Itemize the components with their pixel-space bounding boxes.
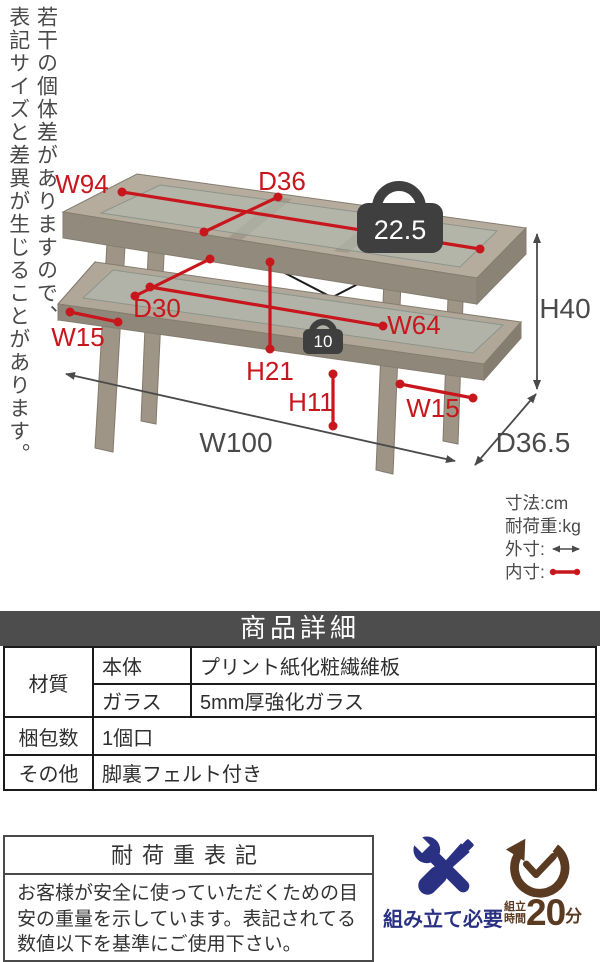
dim-label-h21: H21	[246, 356, 294, 386]
size-disclaimer-line1: 若干の個体差がありますので、	[34, 6, 58, 328]
spec-material-label: 材質	[3, 646, 94, 718]
legend-load-label: 耐荷重:kg	[505, 516, 581, 536]
assembly-time-value: 20	[526, 892, 566, 933]
spec-body-label: 本体	[92, 646, 192, 685]
table-row: その他 脚裏フェルト付き	[3, 754, 597, 791]
table-row: 材質 本体 プリント紙化粧繊維板	[3, 646, 597, 718]
dim-label-w15-right: W15	[406, 393, 459, 423]
assembly-time-prefix: 組立 時間	[504, 901, 526, 925]
spec-glass-value: 5mm厚強化ガラス	[190, 683, 597, 718]
svg-text:22.5: 22.5	[374, 215, 427, 245]
legend-outer-label: 外寸:	[505, 539, 545, 559]
load-capacity-line1: お客様が安全に使っていただくための目	[17, 883, 359, 904]
size-disclaimer-line2: 表記サイズと差異が生じることがあります。	[6, 6, 30, 466]
assembly-required-label: 組み立て必要	[383, 909, 503, 931]
load-capacity-title: 耐荷重表記	[5, 837, 372, 875]
spec-table: 材質 本体 プリント紙化粧繊維板 ガラス 5mm厚強化ガラス 梱包数 1個口 そ…	[3, 646, 597, 791]
legend-load: 耐荷重:kg	[505, 514, 585, 537]
product-details-header: 商品詳細	[0, 611, 600, 646]
dim-label-d36: D36	[258, 166, 306, 196]
dim-label-w94: W94	[55, 169, 108, 199]
spec-package-value: 1個口	[92, 716, 597, 756]
legend-size-label: 寸法:cm	[505, 493, 569, 513]
legend-inner-label: 内寸:	[505, 562, 545, 582]
assembly-time-icon	[505, 838, 570, 898]
load-capacity-line3: 数値以下を基準にご使用下さい。	[17, 934, 302, 955]
dim-label-w15-left: W15	[51, 322, 104, 352]
dim-label-h40: H40	[539, 293, 590, 324]
load-capacity-icon-top: 22.5	[357, 181, 443, 253]
dim-label-w64: W64	[387, 310, 440, 340]
legend-size: 寸法:cm	[505, 491, 585, 514]
tools-icon	[409, 832, 474, 895]
load-capacity-icon-shelf: 10	[303, 318, 343, 354]
load-capacity-line2: 安の重量を示しています。表記されてる	[17, 908, 356, 930]
outer-dimension-arrows	[65, 233, 541, 466]
inner-line-icon	[549, 568, 581, 575]
size-disclaimer: 若干の個体差がありますので、 表記サイズと差異が生じることがあります。	[4, 6, 59, 492]
legend-outer: 外寸:	[505, 537, 585, 560]
assembly-time-unit: 分	[565, 907, 583, 926]
table-row: ガラス 5mm厚強化ガラス	[4, 683, 597, 718]
spec-other-value: 脚裏フェルト付き	[92, 754, 597, 791]
assembly-time-label: 組立 時間 20 分	[504, 892, 583, 933]
table-dimension-diagram: 22.5 10 W94 D36 D30 W15 W64 H21 H11 W15 …	[51, 166, 591, 475]
table-row: 梱包数 1個口	[3, 716, 597, 756]
svg-text:10: 10	[314, 332, 333, 351]
dimension-legend: 寸法:cm 耐荷重:kg 外寸: 内寸:	[505, 491, 585, 583]
dim-label-h11: H11	[288, 387, 334, 417]
dim-label-d36-5: D36.5	[496, 427, 571, 458]
legend-inner: 内寸:	[505, 560, 585, 583]
spec-package-label: 梱包数	[3, 716, 94, 756]
spec-glass-label: ガラス	[92, 683, 192, 718]
outer-arrow-icon	[551, 545, 580, 552]
load-capacity-text: お客様が安全に使っていただくための目 安の重量を示しています。表記されてる 数値…	[5, 875, 372, 958]
spec-body-value: プリント紙化粧繊維板	[190, 646, 597, 685]
dim-label-w100: W100	[199, 427, 272, 458]
load-capacity-box: 耐荷重表記 お客様が安全に使っていただくための目 安の重量を示しています。表記さ…	[3, 835, 374, 962]
spec-other-label: その他	[3, 754, 94, 791]
dim-label-d30: D30	[133, 293, 181, 323]
